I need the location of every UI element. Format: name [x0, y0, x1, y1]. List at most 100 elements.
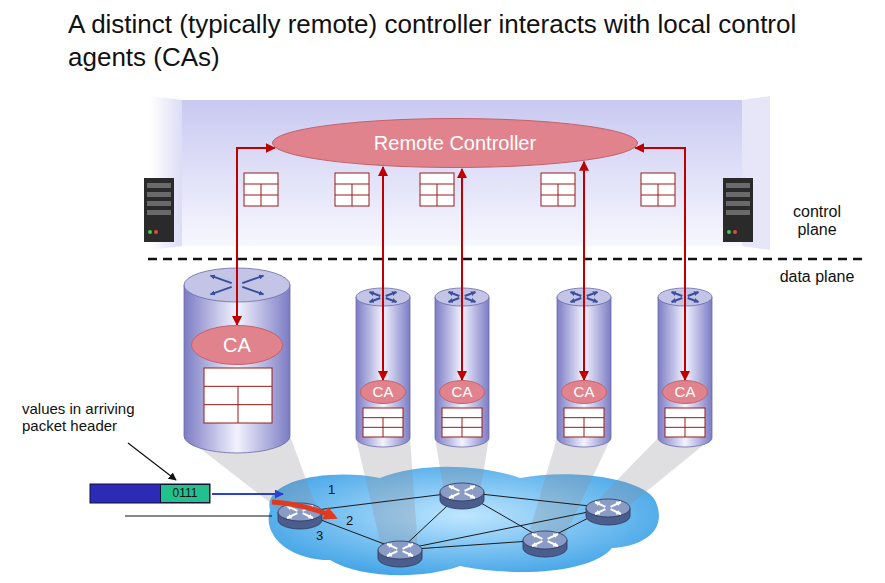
table-rule	[383, 418, 384, 437]
plane-label: control plane	[772, 203, 862, 240]
mapping-beam	[590, 438, 712, 508]
packet-arrow	[212, 493, 283, 495]
node-shape	[192, 326, 283, 365]
router-arrow	[370, 292, 381, 296]
control-arrow	[583, 162, 585, 380]
flow-table	[204, 368, 272, 423]
table-rule	[558, 184, 559, 206]
router-icon	[378, 541, 422, 567]
router-arrow	[571, 292, 582, 296]
table-rule	[352, 184, 353, 206]
mapping-beam	[356, 438, 418, 550]
router-arrow	[386, 298, 397, 302]
table-frame	[442, 408, 482, 437]
table-frame	[420, 173, 454, 206]
router-arrow	[386, 292, 397, 296]
router-group	[278, 483, 630, 567]
router-arrow	[465, 486, 475, 491]
flow-table	[541, 173, 575, 206]
callout-note: values in arriving packet header	[22, 400, 174, 435]
table-rule	[685, 418, 686, 437]
router-top	[440, 483, 484, 501]
router-arrow	[449, 493, 459, 498]
flow-table	[363, 408, 403, 437]
router-top	[378, 541, 422, 559]
router-arrow	[242, 276, 263, 283]
table-frame	[363, 408, 403, 437]
agent-ellipse: CA	[662, 380, 708, 404]
router-arrow	[571, 298, 582, 302]
node-shape	[562, 381, 607, 404]
router-arrow	[587, 292, 598, 296]
router-arrow	[465, 493, 475, 498]
beam-group	[184, 436, 712, 550]
table-rule	[584, 418, 585, 437]
node-text: CA	[373, 384, 394, 401]
flow-table	[665, 408, 705, 437]
table-frame	[204, 368, 272, 423]
table-rule	[462, 418, 463, 437]
agent-ellipse: CA	[561, 380, 607, 404]
packet	[90, 484, 210, 503]
table-frame	[564, 408, 604, 437]
node-text: CA	[574, 384, 595, 401]
flow-table	[564, 408, 604, 437]
flow-table	[335, 173, 369, 206]
table-frame	[541, 173, 575, 206]
control-arrow	[382, 167, 384, 380]
router-arrow	[595, 502, 605, 507]
node-text: CA	[223, 334, 251, 356]
router-arrow	[465, 292, 476, 296]
router-arrow	[449, 292, 460, 296]
router-arrow	[548, 541, 558, 546]
plane-divider	[148, 258, 862, 261]
table-frame	[335, 173, 369, 206]
router-arrow	[211, 287, 232, 294]
router-arrow	[449, 486, 459, 491]
router-icon	[523, 531, 567, 557]
port-number: 3	[316, 529, 328, 544]
node-text: Remote Controller	[374, 132, 536, 154]
agent-ellipse: CA	[439, 380, 485, 404]
router-arrow	[403, 551, 413, 556]
router-top	[523, 531, 567, 549]
network-link	[300, 492, 462, 512]
router-arrow	[403, 544, 413, 549]
plane-label: data plane	[772, 268, 862, 286]
node-shape	[273, 119, 638, 168]
leader-line	[128, 443, 176, 480]
node-shape	[663, 381, 708, 404]
server-icon	[144, 178, 174, 242]
node-text: CA	[452, 384, 473, 401]
control-arrow	[461, 169, 463, 380]
forward-arrow	[272, 502, 334, 517]
flow-table	[442, 408, 482, 437]
router-arrow	[587, 298, 598, 302]
router-arrow	[465, 298, 476, 302]
slide-title: A distinct (typically remote) controller…	[68, 8, 848, 74]
table-rule	[658, 184, 659, 206]
router-arrow	[303, 513, 313, 518]
table-group	[204, 173, 705, 437]
flow-table	[244, 173, 278, 206]
router-arrow	[688, 298, 699, 302]
table-frame	[244, 173, 278, 206]
node-shape	[161, 485, 210, 503]
router-arrow	[287, 513, 297, 518]
controller-ellipse: Remote Controller	[272, 118, 638, 168]
cylinder-group	[184, 268, 712, 453]
router-arrow	[672, 298, 683, 302]
network-cloud	[269, 467, 659, 575]
router-arrow	[242, 287, 263, 294]
control-arrow	[635, 148, 685, 380]
agent-ellipse: CA	[360, 380, 406, 404]
flow-table	[641, 173, 675, 206]
router-arrow	[370, 298, 381, 302]
router-arrow	[595, 509, 605, 514]
table-rule	[437, 184, 438, 206]
router-arrow	[532, 541, 542, 546]
table-frame	[641, 173, 675, 206]
